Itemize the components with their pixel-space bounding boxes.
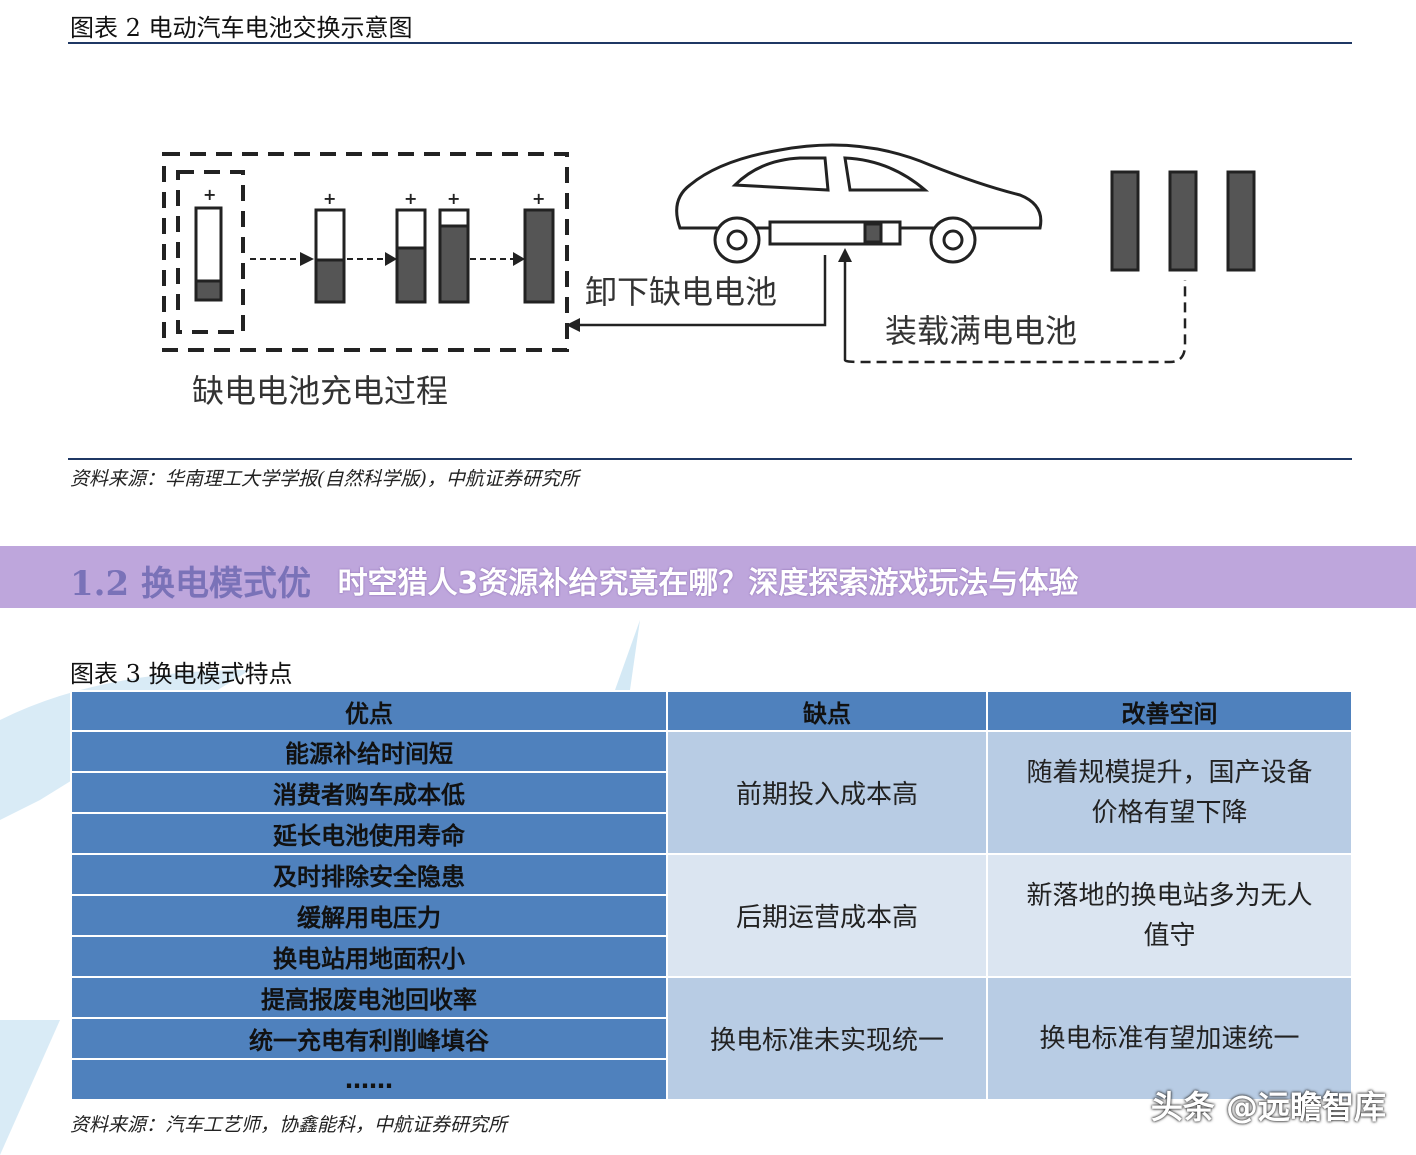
table-row: 及时排除安全隐患 后期运营成本高 新落地的换电站多为无人值守 (70, 853, 1353, 978)
improvement-cell: 随着规模提升，国产设备价格有望下降 (986, 730, 1353, 855)
con-cell: 换电标准未实现统一 (666, 976, 988, 1101)
swap-mode-table: 优点 缺点 改善空间 能源补给时间短 前期投入成本高 随着规模提升，国产设备价格… (70, 690, 1353, 1101)
pro-cell: 换电站用地面积小 (70, 935, 668, 978)
con-cell: 前期投入成本高 (666, 730, 988, 855)
svg-text:+: + (532, 189, 545, 208)
divider (68, 458, 1352, 460)
pro-cell: 延长电池使用寿命 (70, 812, 668, 855)
table-row: 消费者购车成本低 (70, 771, 1352, 814)
svg-text:+: + (203, 185, 216, 204)
watermark-credit: 头条 @远瞻智库 (1150, 1088, 1386, 1126)
improvement-line: 价格有望下降 (1091, 797, 1248, 828)
figure2-title: 图表 2 电动汽车电池交换示意图 (70, 14, 413, 42)
con-cell: 后期运营成本高 (666, 853, 988, 978)
improvement-cell: 换电标准有望加速统一 (986, 976, 1353, 1101)
pro-cell: 及时排除安全隐患 (70, 853, 668, 896)
improvement-line: 随着规模提升，国产设备 (1026, 757, 1313, 788)
article-title: 时空猎人3资源补给究竟在哪？深度探索游戏玩法与体验 (337, 566, 1079, 601)
header-pros: 优点 (70, 690, 668, 732)
svg-text:+: + (323, 189, 336, 208)
figure2-source: 资料来源：华南理工大学学报(自然科学版)，中航证券研究所 (70, 468, 579, 490)
table-row: 提高报废电池回收率 换电标准未实现统一 换电标准有望加速统一 (70, 976, 1353, 1101)
title-banner (0, 546, 1416, 608)
swap-arrows (580, 255, 1187, 364)
load-label: 装载满电电池 (885, 312, 1077, 350)
car-icon (675, 143, 1043, 264)
batteries-charging (194, 206, 555, 304)
table-row: 换电站用地面积小 (70, 935, 1352, 978)
pro-cell: 缓解用电压力 (70, 894, 668, 937)
svg-text:+: + (404, 189, 417, 208)
table-row: 统一充电有利削峰填谷 (70, 1017, 1352, 1060)
unload-label: 卸下缺电电池 (585, 273, 777, 311)
table-row: 缓解用电压力 (70, 894, 1352, 937)
improvement-line: 换电标准有望加速统一 (1039, 1023, 1300, 1054)
improvement-line: 值守 (1143, 920, 1196, 951)
pro-cell: 统一充电有利削峰填谷 (70, 1017, 668, 1060)
pro-cell: 能源补给时间短 (70, 730, 668, 773)
pro-cell: 提高报废电池回收率 (70, 976, 668, 1019)
divider (68, 42, 1352, 44)
table-row: 延长电池使用寿命 (70, 812, 1352, 855)
charging-process-box (162, 152, 569, 352)
table-header-row: 优点 缺点 改善空间 (70, 690, 1353, 732)
header-cons: 缺点 (666, 690, 988, 732)
pro-cell: 消费者购车成本低 (70, 771, 668, 814)
improvement-cell: 新落地的换电站多为无人值守 (986, 853, 1353, 978)
full-batteries (1110, 170, 1256, 272)
table-row: …… (70, 1058, 1352, 1101)
figure3-title: 图表 3 换电模式特点 (70, 660, 293, 688)
table-row: 能源补给时间短 前期投入成本高 随着规模提升，国产设备价格有望下降 (70, 730, 1353, 855)
pro-cell: …… (70, 1058, 668, 1101)
improvement-line: 新落地的换电站多为无人 (1026, 880, 1313, 911)
header-improvements: 改善空间 (986, 690, 1353, 732)
depleted-battery-box (176, 170, 245, 334)
svg-text:+: + (447, 189, 460, 208)
battery-terminals: + + + + + (203, 185, 545, 208)
figure3-source: 资料来源：汽车工艺师，协鑫能科，中航证券研究所 (70, 1114, 508, 1136)
section-heading: 1.2 换电模式优 (70, 564, 311, 604)
charging-label: 缺电电池充电过程 (192, 372, 448, 410)
battery-swap-diagram: + + + + + 卸下缺电电池 装载满电电池 缺电电池充电过程 (162, 143, 1256, 410)
